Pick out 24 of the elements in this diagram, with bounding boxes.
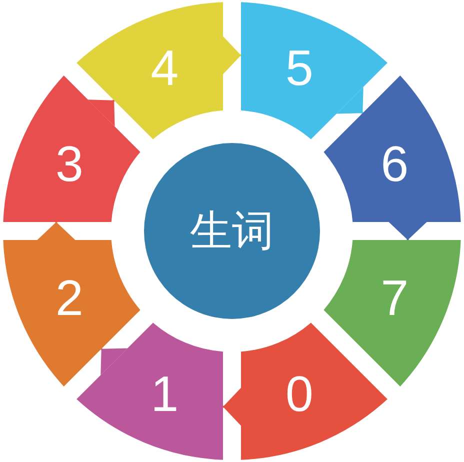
ring-segment [323,75,461,222]
arrow [223,36,241,74]
ring-segment [240,2,388,140]
ring-segment [3,75,141,223]
segment-number: 5 [285,43,314,94]
arrow [100,348,128,376]
ring-segment [76,2,223,140]
arrow [336,86,364,114]
ring-segment [241,322,388,460]
arrow [388,222,427,240]
segment-number: 6 [380,138,408,189]
segment-number: 4 [150,43,179,94]
arrow [88,100,115,127]
center-title: 生词 [190,210,274,252]
arrow [223,388,241,426]
arrow [37,222,76,240]
segment-number: 7 [380,273,408,324]
segment-number: 2 [55,273,84,324]
segment-number: 3 [55,138,84,189]
ring-segment [3,240,141,387]
segment-number: 1 [150,368,179,419]
ring-segment [76,322,223,460]
segment-number: 0 [285,368,314,419]
ring-segment [323,240,461,387]
